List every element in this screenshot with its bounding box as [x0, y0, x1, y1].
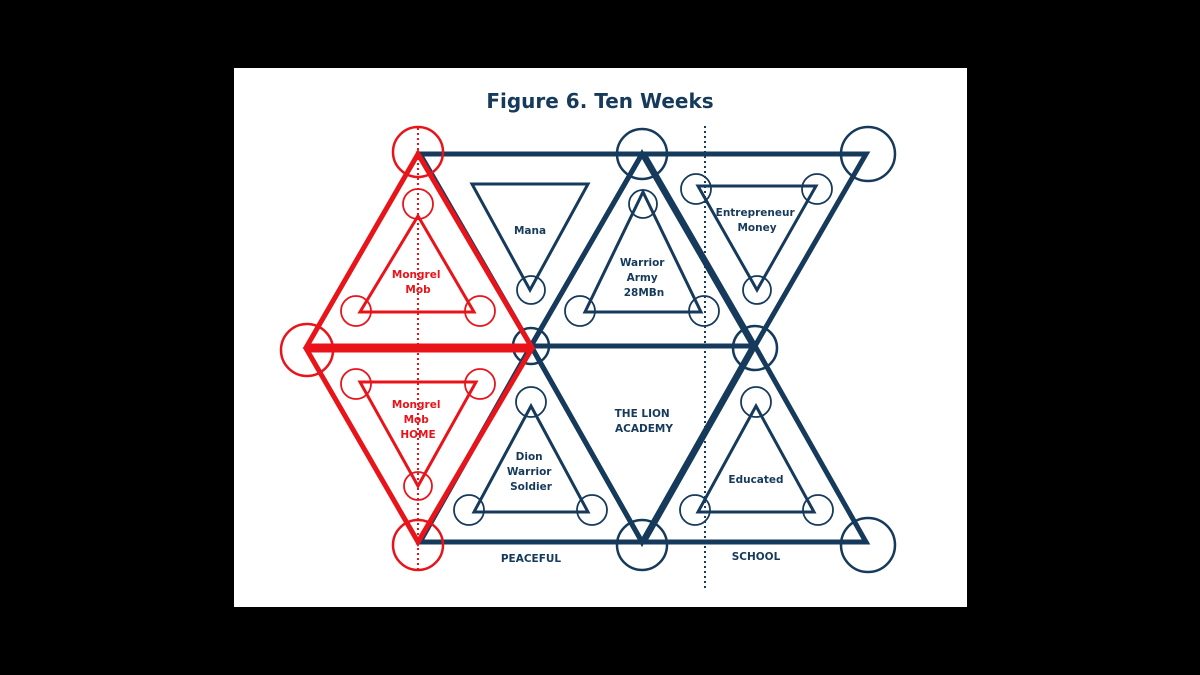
navy-small-circle	[688, 295, 720, 327]
navy-small-circle	[628, 189, 658, 219]
navy-triangle-dion-inner	[471, 402, 591, 514]
label-lion-academy: THE LION ACADEMY	[615, 408, 674, 435]
red-small-circle	[340, 368, 372, 400]
navy-small-circle	[576, 494, 608, 526]
red-triangle-home-inner	[357, 380, 479, 490]
label-dion-warrior-soldier: Dion Warrior Soldier	[507, 451, 555, 493]
label-peaceful: PEACEFUL	[501, 553, 562, 565]
navy-small-circle	[564, 295, 596, 327]
label-mongrel-mob-home: Mongrel Mob HOME	[392, 399, 444, 441]
red-triangle-home-outer	[302, 347, 536, 547]
navy-vertex-circle	[839, 125, 897, 183]
navy-triangle-educated-outer	[639, 340, 871, 545]
label-mana: Mana	[514, 225, 546, 237]
figure-title: Figure 6. Ten Weeks	[486, 89, 713, 113]
figure-frame: Figure 6. Ten Weeks	[234, 68, 967, 607]
navy-small-circle	[742, 275, 772, 305]
navy-vertex-circle	[615, 518, 669, 572]
navy-small-circle	[516, 275, 546, 305]
red-small-circle	[464, 368, 496, 400]
red-vertex-circle	[391, 125, 445, 179]
red-vertex-circle	[279, 322, 335, 378]
label-entrepreneur-money: Entrepreneur Money	[716, 207, 799, 234]
red-triangle-mongrel-outer	[302, 149, 536, 349]
red-triangle-mongrel-inner	[357, 213, 477, 314]
ten-weeks-diagram: Figure 6. Ten Weeks	[279, 89, 897, 590]
red-small-circle	[402, 188, 434, 220]
navy-small-circle	[801, 173, 833, 205]
label-educated: Educated	[728, 474, 783, 486]
navy-triangle-entrepreneur-inner	[695, 184, 819, 294]
label-warrior-army: Warrior Army 28MBn	[620, 257, 668, 299]
red-vertex-circle	[391, 518, 445, 572]
navy-small-circle	[680, 173, 712, 205]
red-small-circle	[340, 295, 372, 327]
navy-small-circle	[453, 494, 485, 526]
navy-triangle-mana-inner	[469, 182, 591, 294]
navy-vertex-circle	[839, 516, 897, 574]
navy-vertex-circle	[615, 127, 669, 181]
label-mongrel-mob: Mongrel Mob	[392, 269, 444, 296]
navy-triangle-warrior-inner	[582, 188, 704, 314]
navy-small-circle	[679, 494, 711, 526]
navy-triangle-educated-inner	[695, 402, 817, 514]
red-small-circle	[403, 471, 433, 501]
navy-small-circle	[515, 386, 547, 418]
red-small-circle	[464, 295, 496, 327]
navy-small-circle	[740, 386, 772, 418]
navy-vertex-circle	[731, 324, 779, 372]
navy-triangle-entrepreneur-outer	[639, 151, 871, 351]
label-school: SCHOOL	[732, 551, 781, 563]
navy-small-circle	[802, 494, 834, 526]
